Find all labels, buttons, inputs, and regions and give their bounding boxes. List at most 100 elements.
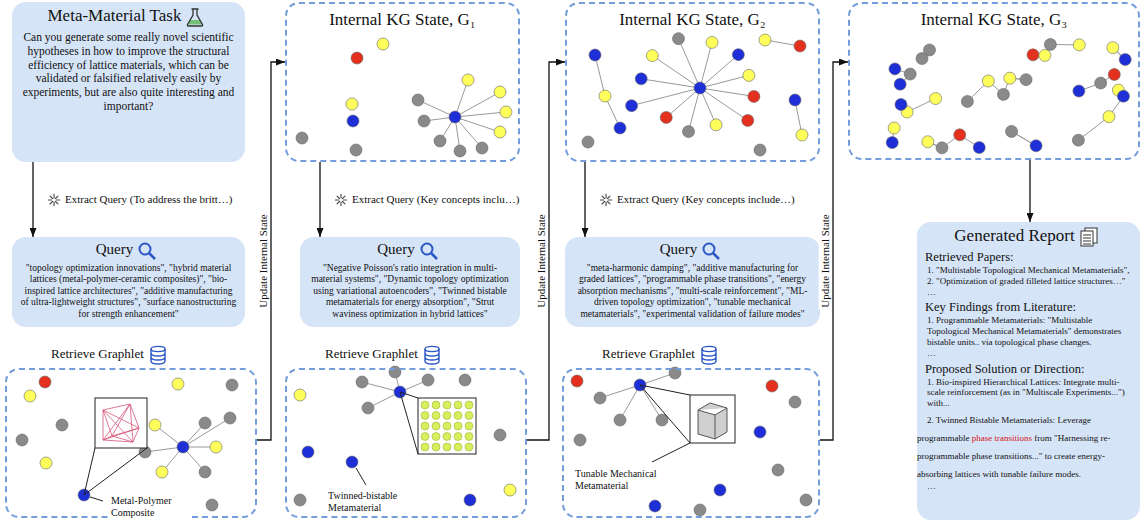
page-line — [1083, 244, 1091, 245]
ray — [340, 202, 341, 206]
graph-node — [954, 129, 966, 141]
ray — [50, 196, 52, 198]
extract-label: Extract Query (Key concepts include…) — [593, 193, 797, 207]
metamaterial-cell — [432, 401, 440, 409]
lens — [421, 244, 432, 255]
ray — [607, 201, 609, 203]
report-text: 1. "Multistable Topological Mechanical M… — [917, 265, 1140, 276]
graph-node — [916, 53, 928, 65]
graph-node — [39, 376, 51, 388]
leader-line — [400, 392, 418, 398]
callout-label: Metal-Polymer Composite — [110, 495, 192, 518]
graph-node — [199, 417, 211, 429]
graph-node — [614, 122, 626, 134]
graph-node — [199, 466, 211, 478]
graphlet-panel: Retrieve GraphletMetal-Polymer Composite — [5, 368, 257, 518]
lens — [140, 244, 151, 255]
graph-node — [1006, 125, 1018, 137]
graph-node — [462, 74, 474, 86]
graph-node — [710, 119, 722, 131]
metamaterial-cell — [432, 433, 440, 441]
database-icon — [699, 345, 719, 365]
graph-node — [694, 82, 706, 94]
graph-node — [224, 412, 236, 424]
graph-node — [350, 144, 362, 156]
graph-node — [418, 115, 430, 127]
graph-node — [789, 94, 801, 106]
document-icon — [1079, 227, 1099, 247]
ray — [602, 201, 604, 203]
metamaterial-cell — [432, 422, 440, 430]
metamaterial-cell — [421, 443, 429, 451]
step-heading: Retrieve Graphlet — [51, 345, 172, 365]
update-label: Update Internal State — [534, 212, 546, 309]
lattice-strut — [103, 440, 133, 442]
ray — [55, 201, 57, 203]
graph-node — [294, 389, 306, 401]
graph-node — [766, 380, 778, 392]
ray — [602, 196, 604, 198]
ray — [53, 202, 54, 206]
report-text: … — [917, 481, 1140, 492]
graph-node — [1073, 85, 1085, 97]
graph-node — [40, 457, 52, 469]
graph-node — [1119, 54, 1131, 66]
lattice-strut — [103, 410, 104, 440]
graph-node — [922, 136, 934, 148]
metamaterial-cell — [454, 443, 462, 451]
graph-node — [177, 441, 189, 453]
graph-node — [732, 49, 744, 61]
ray — [605, 202, 606, 206]
graph-node — [599, 90, 611, 102]
box-title: Meta-Material Task — [12, 2, 245, 27]
graph-node — [646, 50, 658, 62]
leader-line — [356, 468, 366, 485]
graph-node — [754, 144, 766, 156]
edge-label-text: Extract Query (Key concepts inclu…) — [352, 193, 519, 205]
box-title: Query — [300, 237, 520, 261]
graph-link — [689, 88, 700, 132]
graph-node — [748, 90, 760, 102]
graph-node — [589, 49, 601, 61]
graph-node — [982, 75, 994, 87]
graph-node — [296, 132, 308, 144]
graph-node — [362, 402, 374, 414]
handle — [713, 253, 719, 259]
report-box: Generated ReportRetrieved Papers:1. "Mul… — [917, 222, 1140, 520]
graph-node — [973, 142, 985, 154]
box-title: Query — [12, 237, 245, 261]
lattice-strut — [103, 410, 112, 436]
callout-label: Twinned-bistable Metamaterial — [327, 490, 424, 513]
graph-node — [895, 99, 907, 111]
connector-arrow — [257, 62, 285, 440]
graph-node — [1095, 77, 1107, 89]
graph-link — [455, 112, 506, 117]
query-box: Query"topology optimization innovations"… — [12, 237, 245, 327]
graph-node — [226, 379, 238, 391]
flask-icon — [185, 7, 205, 27]
graph-node — [694, 504, 706, 516]
handle — [431, 253, 437, 259]
lens — [704, 244, 715, 255]
graph-node — [743, 69, 755, 81]
kg-state-panel: Internal KG State, G₃ — [848, 2, 1140, 160]
metamaterial-cell — [454, 433, 462, 441]
cube-inset — [690, 395, 735, 443]
metamaterial-cell — [421, 401, 429, 409]
callout-label: Tunable Mechanical Metamaterial — [574, 468, 674, 491]
step-heading: Retrieve Graphlet — [325, 345, 446, 365]
knowledge-graph — [16, 376, 238, 511]
graph-node — [346, 98, 358, 110]
db-top — [151, 346, 165, 351]
graph-node — [582, 136, 594, 148]
graph-node — [377, 38, 389, 50]
graph-node — [754, 426, 766, 438]
graph-node — [494, 126, 506, 138]
leader-line — [652, 443, 690, 462]
graph-node — [356, 376, 368, 388]
graph-node — [660, 111, 672, 123]
page-line — [1083, 235, 1091, 236]
graph-node — [894, 78, 906, 90]
graph-node — [759, 34, 771, 46]
